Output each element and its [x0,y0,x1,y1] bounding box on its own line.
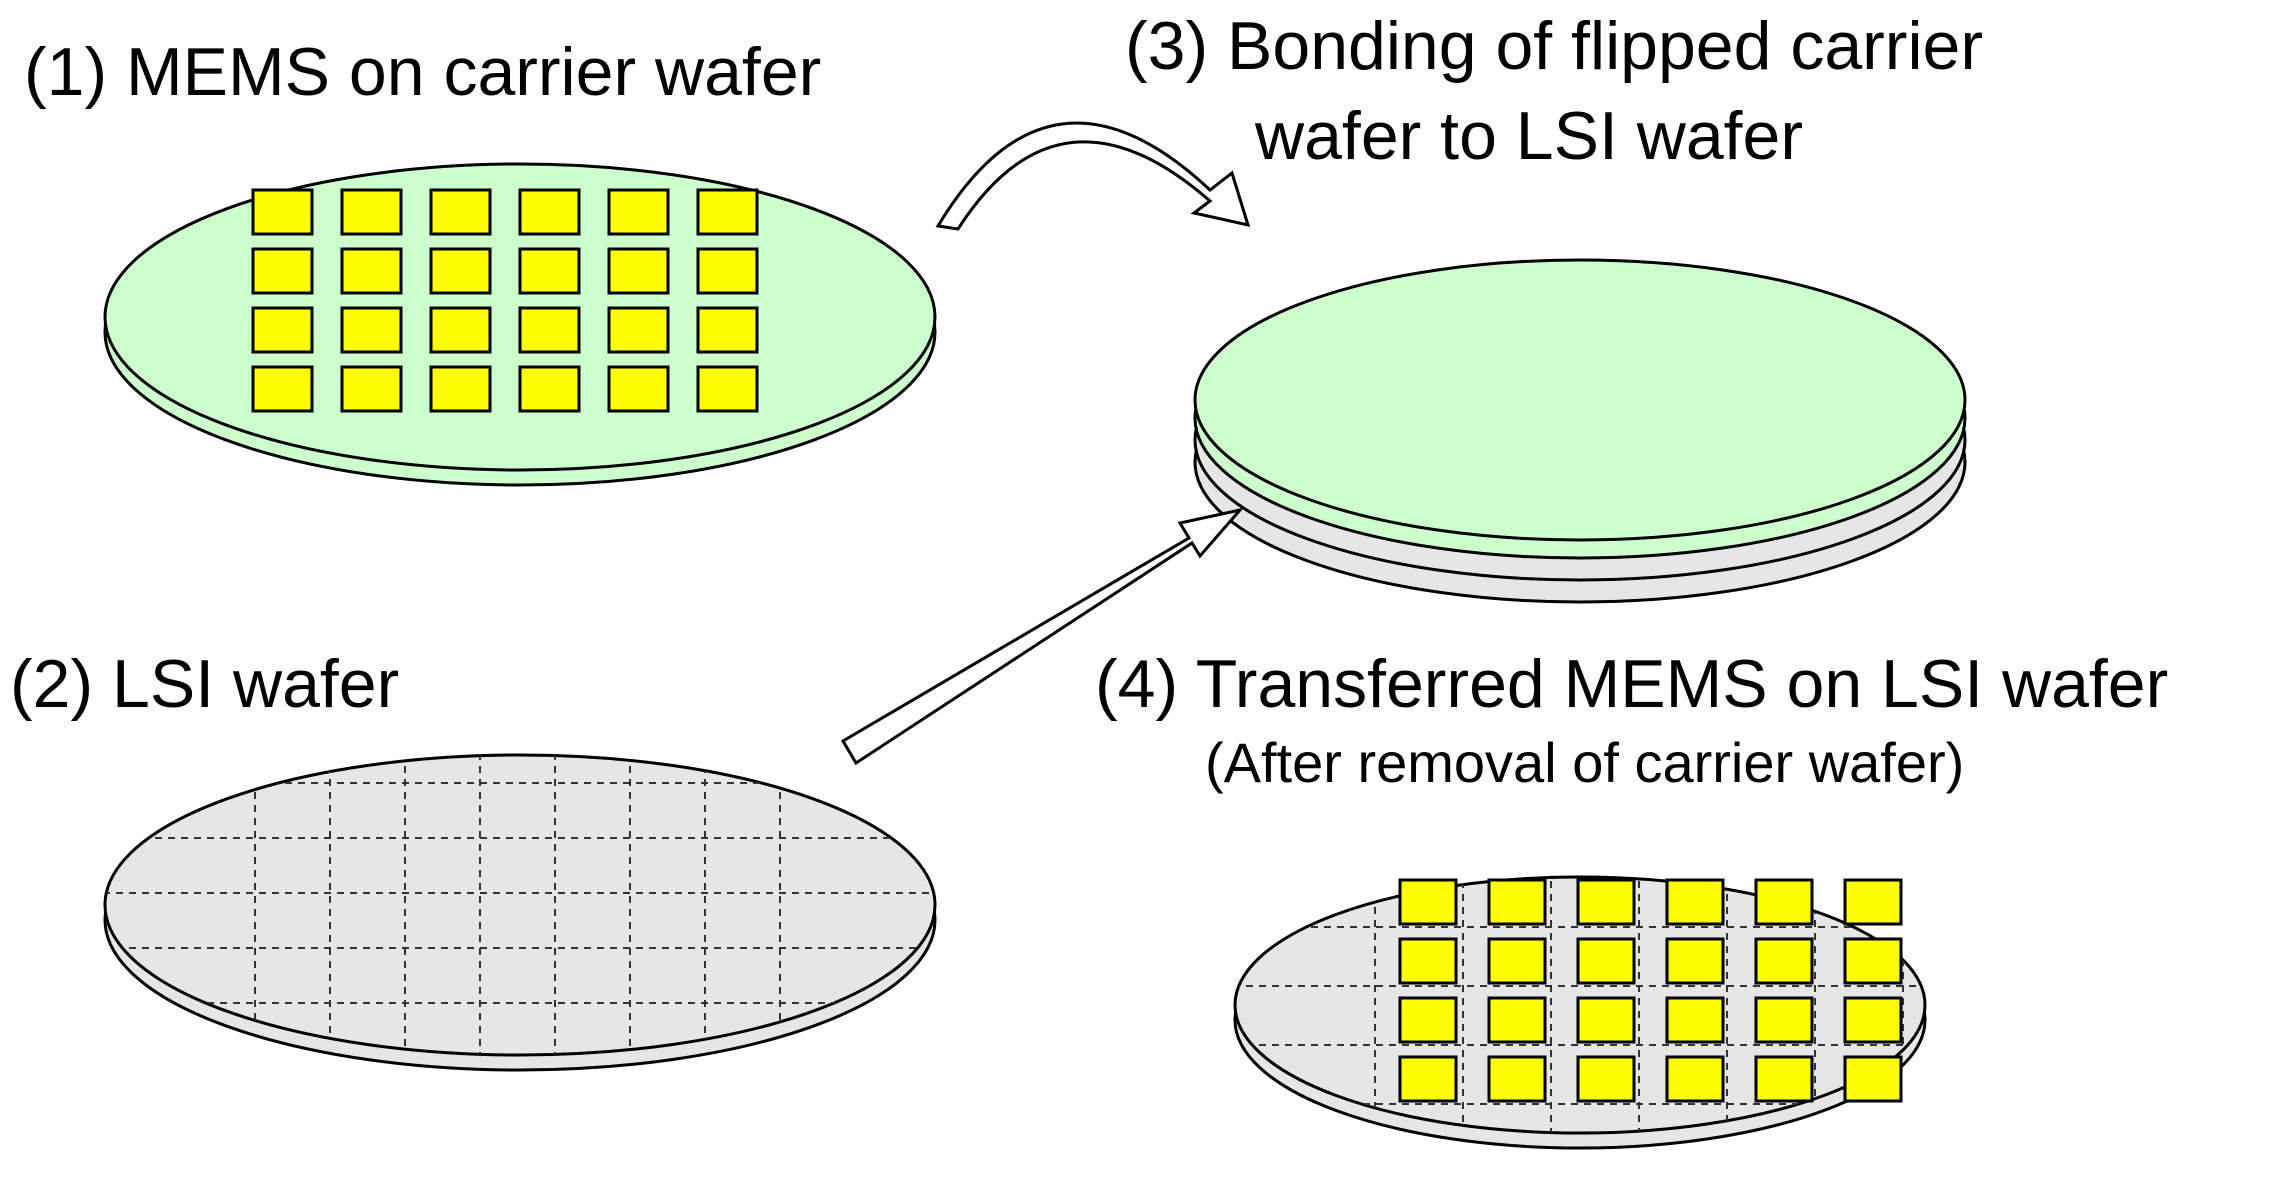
mems-chip-r3-c4 [518,306,581,354]
transferred-chip-r2-c4 [1665,937,1725,985]
mems-chip-r1-c3 [429,188,492,236]
mems-chip-r4-c1 [251,365,314,413]
step4-label: (4) Transferred MEMS on LSI wafer [1095,650,2168,718]
step3-caption-line1: Bonding of flipped carrier [1227,8,1984,84]
mems-chip-r1-c6 [696,188,759,236]
mems-chip-r2-c1 [251,247,314,295]
transferred-chip-r2-c3 [1576,937,1636,985]
transferred-chip-r4-c6 [1843,1055,1903,1103]
transferred-chip-r4-c4 [1665,1055,1725,1103]
mems-array-carrier [251,188,759,413]
mems-chip-r4-c4 [518,365,581,413]
mems-chip-r1-c1 [251,188,314,236]
transferred-chip-r3-c5 [1754,996,1814,1044]
mems-chip-r1-c2 [340,188,403,236]
lsi-wafer [103,753,937,1072]
step2-number: (2) [10,646,94,722]
mems-chip-r1-c4 [518,188,581,236]
transferred-chip-r2-c2 [1487,937,1547,985]
step3-number: (3) [1125,8,1209,84]
stack-carrier-top [1193,258,1967,542]
transferred-chip-r1-c6 [1843,878,1903,926]
mems-chip-r3-c6 [696,306,759,354]
step2-label: (2) LSI wafer [10,650,399,718]
step4-note-text: (After removal of carrier wafer) [1205,731,1965,794]
transferred-chip-r2-c6 [1843,937,1903,985]
mems-chip-r3-c3 [429,306,492,354]
transferred-chip-r4-c1 [1398,1055,1458,1103]
mems-chip-r2-c6 [696,247,759,295]
mems-chip-r1-c5 [607,188,670,236]
step3-label-line2: wafer to LSI wafer [1255,102,1803,170]
mems-chip-r4-c6 [696,365,759,413]
mems-chip-r2-c4 [518,247,581,295]
step4-caption: Transferred MEMS on LSI wafer [1195,646,2169,722]
transferred-chip-r2-c5 [1754,937,1814,985]
transferred-chip-r3-c3 [1576,996,1636,1044]
step3-caption-line2: wafer to LSI wafer [1255,98,1804,174]
lsi-wafer-top [103,753,937,1057]
flip-arrow-icon [935,121,1251,231]
transferred-chip-r4-c5 [1754,1055,1814,1103]
transferred-chip-r1-c3 [1576,878,1636,926]
step1-label: (1) MEMS on carrier wafer [24,38,821,106]
mems-chip-r3-c2 [340,306,403,354]
bonded-wafer-stack [1193,258,1967,604]
transferred-chip-r4-c3 [1576,1055,1636,1103]
transferred-chip-r3-c1 [1398,996,1458,1044]
mems-chip-r2-c2 [340,247,403,295]
transferred-chip-r1-c1 [1398,878,1458,926]
carrier-wafer-with-mems [103,162,937,487]
mems-chip-r4-c3 [429,365,492,413]
mems-chip-r4-c5 [607,365,670,413]
transferred-chip-r1-c2 [1487,878,1547,926]
step1-caption: MEMS on carrier wafer [126,34,822,110]
mems-chip-r3-c1 [251,306,314,354]
mems-chip-r2-c5 [607,247,670,295]
transferred-chip-r2-c1 [1398,937,1458,985]
step3-label-line1: (3) Bonding of flipped carrier [1125,12,1983,80]
mems-chip-r3-c5 [607,306,670,354]
transferred-chip-r1-c5 [1754,878,1814,926]
transferred-chip-r4-c2 [1487,1055,1547,1103]
step4-number: (4) [1095,646,1179,722]
bond-arrow-icon [840,507,1245,766]
step1-number: (1) [24,34,108,110]
transferred-chip-r3-c4 [1665,996,1725,1044]
transferred-chip-r1-c4 [1665,878,1725,926]
mems-chip-r4-c2 [340,365,403,413]
lsi-wafer-with-transferred-mems [1233,875,1927,1150]
mems-chip-r2-c3 [429,247,492,295]
mems-array-transferred [1398,878,1903,1103]
transferred-chip-r3-c6 [1843,996,1903,1044]
step4-note: (After removal of carrier wafer) [1205,735,1964,791]
transferred-chip-r3-c2 [1487,996,1547,1044]
step2-caption: LSI wafer [112,646,400,722]
